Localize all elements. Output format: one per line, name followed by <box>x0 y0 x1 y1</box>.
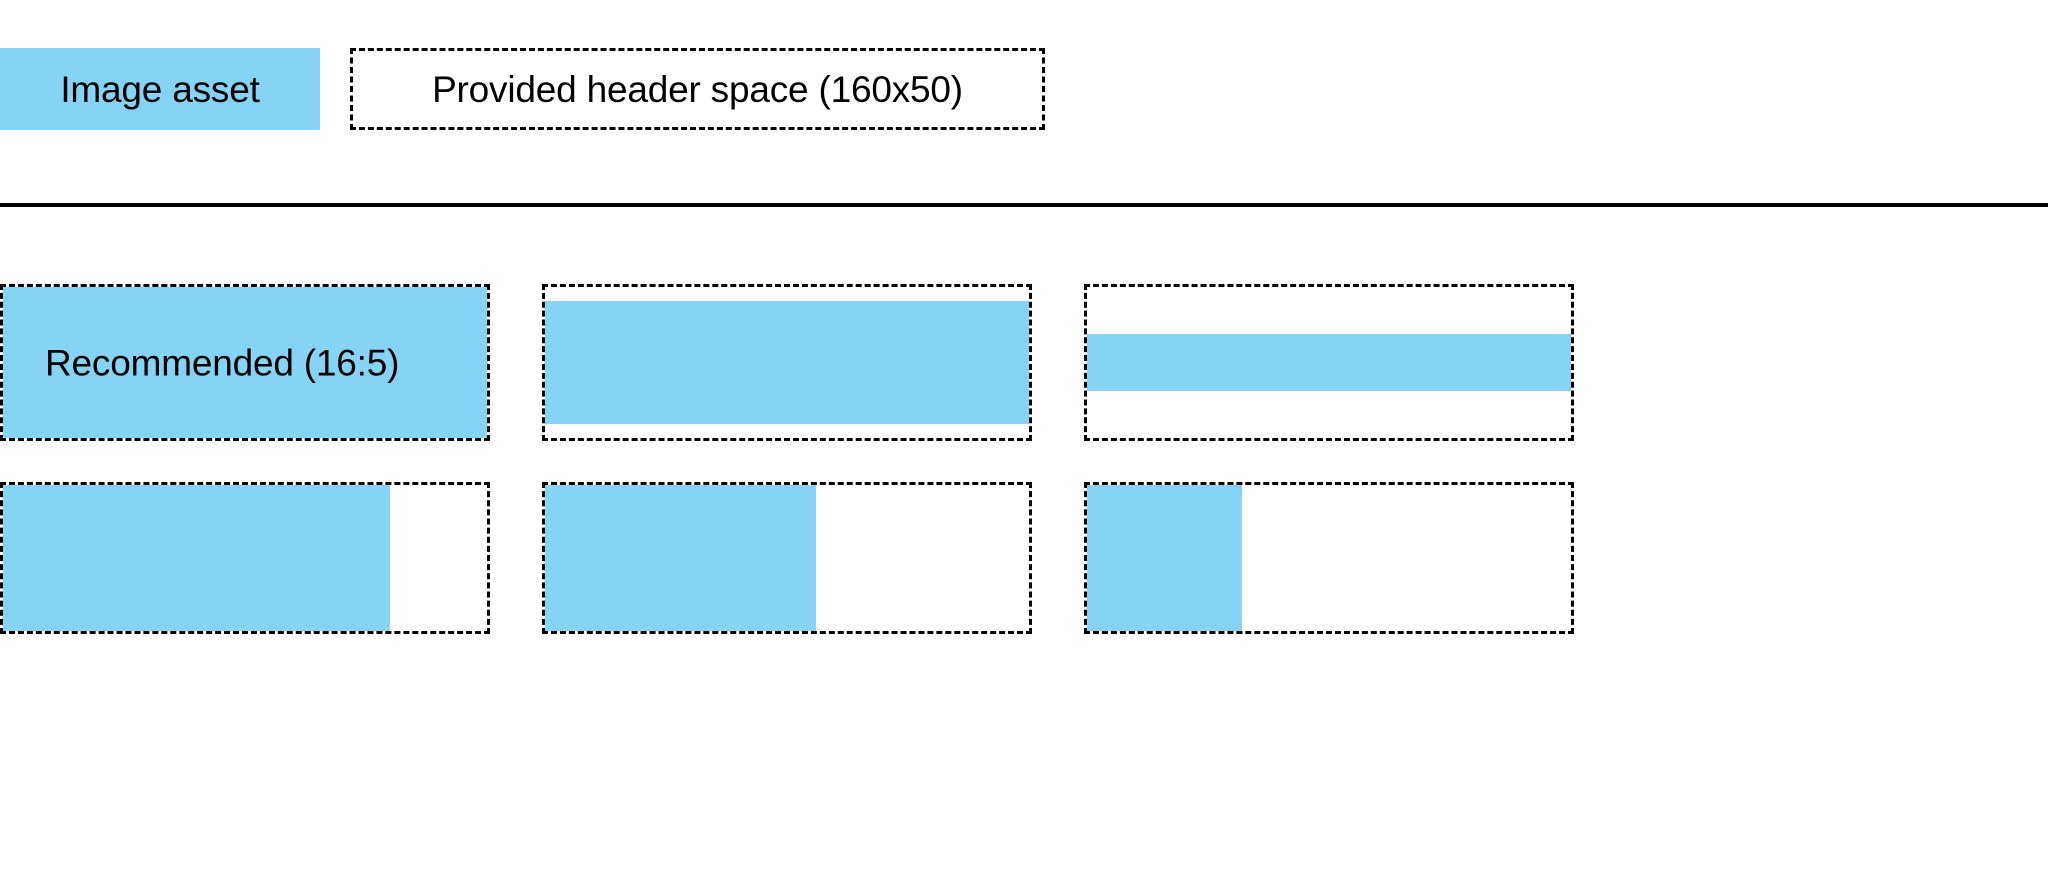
examples-row-width-fit <box>0 482 2048 634</box>
tile-width-80 <box>0 482 490 634</box>
legend-provided-header-space-label: Provided header space (160x50) <box>432 68 963 110</box>
legend-image-asset-label: Image asset <box>60 68 260 110</box>
tile-fill <box>545 300 1029 425</box>
tile-width-57 <box>542 482 1032 634</box>
examples-grid: Recommended (16:5) <box>0 284 2048 634</box>
section-divider <box>0 203 2048 207</box>
examples-row-height-fit: Recommended (16:5) <box>0 284 2048 441</box>
recommended-caption: Recommended (16:5) <box>45 342 400 383</box>
tile-taller-ratio <box>542 284 1032 441</box>
tile-widest-ratio <box>1084 284 1574 441</box>
tile-fill <box>3 485 391 631</box>
tile-width-32 <box>1084 482 1574 634</box>
tile-recommended-16-5: Recommended (16:5) <box>0 284 490 441</box>
legend: Image asset Provided header space (160x5… <box>0 48 1045 130</box>
legend-image-asset-swatch: Image asset <box>0 48 320 130</box>
tile-fill <box>1087 333 1571 392</box>
tile-fill <box>1087 485 1242 631</box>
tile-fill <box>3 287 487 438</box>
legend-provided-header-space-box: Provided header space (160x50) <box>350 48 1045 130</box>
tile-fill <box>545 485 817 631</box>
